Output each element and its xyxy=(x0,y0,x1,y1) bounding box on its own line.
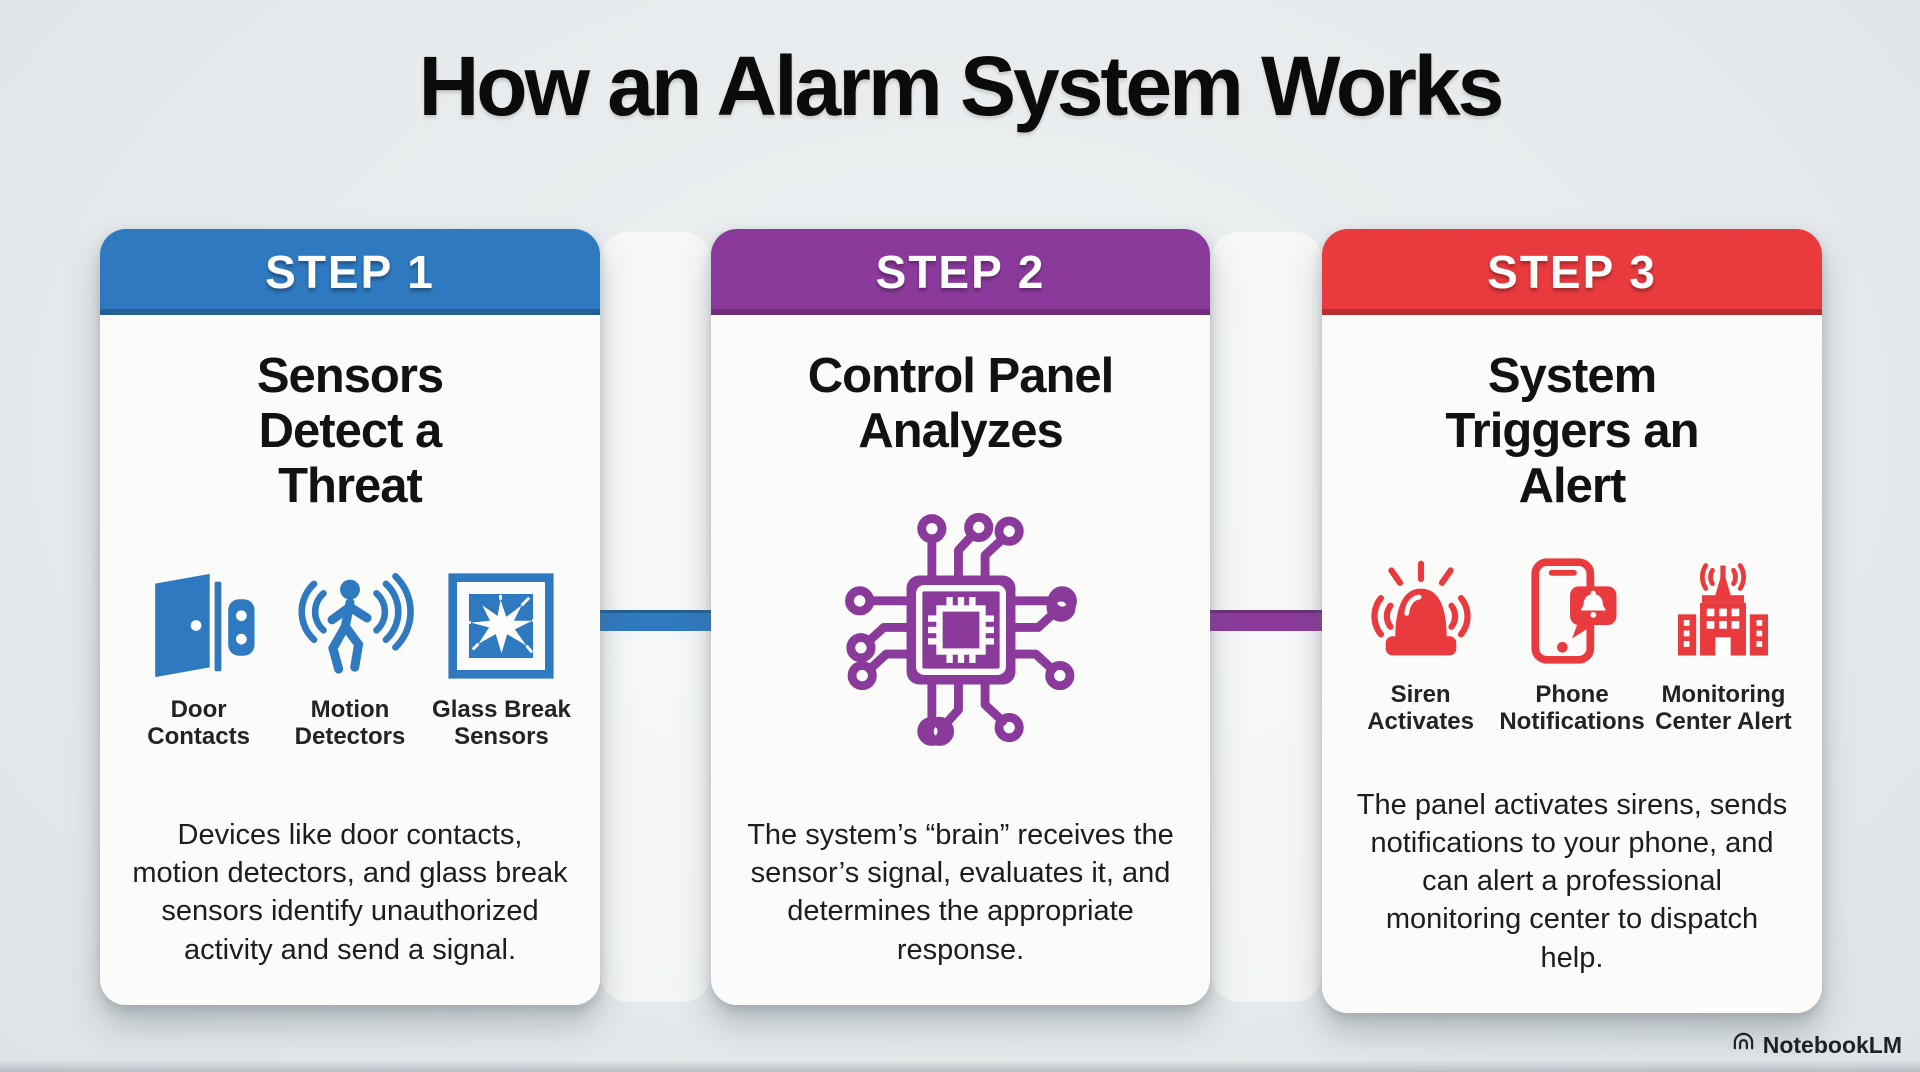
step-3-badge: STEP 3 xyxy=(1487,246,1657,298)
bottom-edge-shade xyxy=(0,1060,1920,1072)
step-1-badge: STEP 1 xyxy=(265,246,435,298)
step-1-icon-row: Door Contacts xyxy=(124,570,576,751)
step-3-body: System Triggers an Alert xyxy=(1322,315,1822,1013)
glass-break-icon xyxy=(446,570,556,687)
icon-label: Door Contacts xyxy=(147,696,250,751)
monitoring-center-item: Monitoring Center Alert xyxy=(1649,555,1798,736)
step-1-header: STEP 1 xyxy=(100,229,600,315)
step-3-description: The panel activates sirens, sends notifi… xyxy=(1356,788,1788,974)
siren-item: Siren Activates xyxy=(1346,555,1495,736)
icon-label: Motion Detectors xyxy=(294,696,406,751)
icon-label: Glass Break Sensors xyxy=(432,696,571,751)
glass-break-item: Glass Break Sensors xyxy=(427,570,576,751)
step-3-card: STEP 3 System Triggers an Alert xyxy=(1322,229,1822,1013)
step-1-title: Sensors Detect a Threat xyxy=(256,349,444,513)
step-2-badge: STEP 2 xyxy=(875,246,1046,298)
step-1-description: Devices like door contacts, motion detec… xyxy=(132,818,568,966)
step-3-title: System Triggers an Alert xyxy=(1445,349,1699,513)
step-2-card: STEP 2 Control Panel Analyzes xyxy=(711,229,1210,1005)
motion-detectors-item: Motion Detectors xyxy=(275,570,424,751)
watermark-text: NotebookLM xyxy=(1762,1031,1902,1058)
page-title: How an Alarm System Works xyxy=(418,39,1505,133)
connector-step2-step3 xyxy=(1204,610,1332,631)
step-1-card: STEP 1 Sensors Detect a Threat xyxy=(100,229,600,1005)
step-1-body: Sensors Detect a Threat Door Contact xyxy=(100,315,600,1005)
step-2-header: STEP 2 xyxy=(711,229,1210,315)
notebooklm-logo-icon xyxy=(1731,1030,1756,1060)
step-3-icon-row: Siren Activates xyxy=(1346,555,1798,736)
phone-notifications-item: Phone Notifications xyxy=(1497,555,1646,736)
icon-label: Phone Notifications xyxy=(1499,681,1645,736)
siren-icon xyxy=(1359,555,1483,672)
step-2-description: The system’s “brain” receives the sensor… xyxy=(747,818,1174,966)
notebooklm-watermark: NotebookLM xyxy=(1731,1030,1902,1060)
door-contact-icon xyxy=(135,570,263,687)
phone-notification-icon xyxy=(1514,555,1630,672)
step-2-title: Control Panel Analyzes xyxy=(807,349,1115,458)
icon-label: Monitoring Center Alert xyxy=(1655,681,1792,736)
door-contacts-item: Door Contacts xyxy=(124,570,273,751)
step-2-body: Control Panel Analyzes xyxy=(711,315,1210,1005)
step-3-header: STEP 3 xyxy=(1322,229,1822,315)
motion-detector-icon xyxy=(279,570,421,687)
monitoring-center-icon xyxy=(1656,555,1790,672)
circuit-chip-icon xyxy=(828,497,1094,763)
icon-label: Siren Activates xyxy=(1367,681,1474,736)
connector-step1-step2 xyxy=(594,610,722,631)
